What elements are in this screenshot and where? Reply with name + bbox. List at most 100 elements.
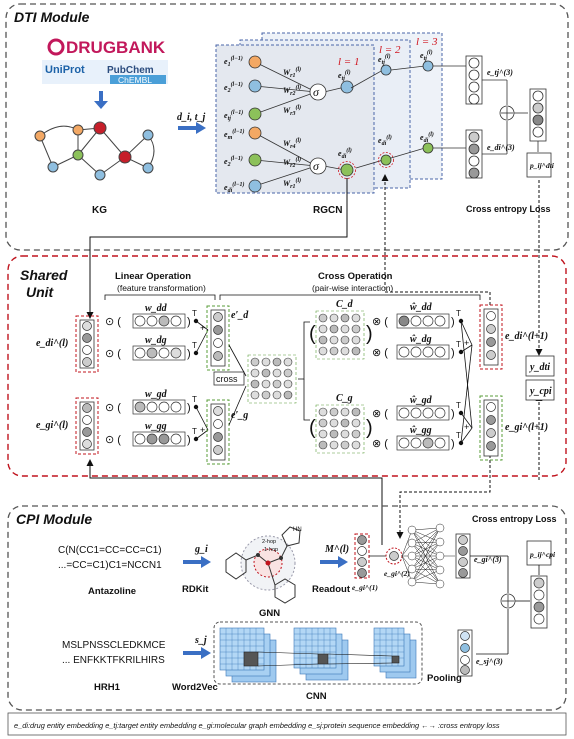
smiles-line-2: ...=CC=C1)C1=NCCN1: [58, 560, 162, 571]
p-dti-label: p_ij^dti: [529, 161, 555, 170]
right-arrow-icon: [183, 556, 211, 568]
m-label: M^(l): [324, 544, 349, 555]
hat-w-gd-label: ŵ_gd: [409, 395, 433, 406]
svg-text:+: +: [464, 338, 469, 348]
matrix-connectors: [298, 321, 310, 421]
svg-text:⊗ (: ⊗ (: [372, 438, 388, 450]
dti-module-title: DTI Module: [14, 9, 90, 25]
module-connections: [86, 174, 543, 545]
shared-unit: Shared Unit Linear Operation (feature tr…: [7, 255, 567, 477]
chembl-logo: ChEMBL: [118, 75, 152, 85]
transpose-mark: T: [456, 431, 461, 440]
svg-text:⊗ (: ⊗ (: [372, 408, 388, 420]
svg-text:DRUGBANK: DRUGBANK: [66, 38, 166, 57]
p-cpi-label: p_ij^cpi: [529, 550, 556, 559]
sequence-line-2: ... ENFKKTFKRILHIRS: [62, 655, 165, 666]
rgcn-node-graph: [248, 55, 434, 193]
legend-text: e_di:drug entity embedding e_tj:target e…: [14, 721, 500, 730]
c-g-matrix: [315, 404, 365, 454]
cross-operation-label: Cross Operation: [318, 271, 393, 282]
e-d-input-label: e_di^(l): [36, 338, 68, 349]
svg-text:⊗ (: ⊗ (: [372, 316, 388, 328]
g-label: g_i: [194, 544, 208, 555]
e-g2-label: e_gi^(2): [384, 569, 410, 578]
svg-text:HN: HN: [293, 527, 302, 533]
cnn-feature-maps: [219, 627, 417, 683]
transpose-mark: T: [456, 309, 461, 318]
sigma-bottom: σ: [313, 159, 320, 173]
w-dg-label: w_dg: [145, 335, 167, 346]
hop-2-label: 2-hop: [262, 539, 276, 545]
gnn-label: GNN: [259, 608, 280, 619]
e-g1-label: e_gi^(1): [352, 583, 378, 592]
e-g-prime-label: e′_g: [231, 410, 248, 421]
pooling-label: Pooling: [427, 673, 462, 684]
cross-operation-sub: (pair-wise interaction): [312, 283, 393, 293]
svg-text:): ): [187, 402, 191, 414]
rdkit-label: RDKit: [182, 584, 209, 595]
bracket-left: (: [309, 417, 316, 439]
transpose-mark: T: [456, 401, 461, 410]
bracket-right: ): [366, 417, 373, 439]
right-arrow-icon: [183, 647, 211, 659]
mlp-network: [401, 523, 455, 589]
cross-operators: ⊗ () ⊗ () ⊗ () ⊗ (): [372, 316, 455, 450]
layer-2-label: l = 2: [379, 44, 401, 56]
e-g3-label: e_gi^(3): [474, 555, 502, 564]
e-t3-label: e_tj^(3): [487, 68, 513, 77]
svg-text:+: +: [200, 425, 205, 435]
linear-connectors: [193, 318, 209, 442]
e-s3-label: e_sj^(3): [476, 657, 503, 666]
y-dti-label: y_dti: [529, 362, 550, 373]
linear-operation-label: Linear Operation: [115, 271, 191, 282]
shared-unit-title-line2: Unit: [26, 284, 55, 300]
svg-text:+: +: [464, 422, 469, 432]
svg-text:⊙ (: ⊙ (: [105, 402, 121, 414]
shared-unit-title-line1: Shared: [20, 267, 68, 283]
e-d3-label: e_di^(3): [487, 143, 515, 152]
linear-operators: ⊙ () ⊙ () ⊙ () ⊙ (): [105, 316, 191, 446]
svg-text:⊗ (: ⊗ (: [372, 347, 388, 359]
right-arrow-icon: [178, 122, 206, 134]
cnn-label: CNN: [306, 691, 327, 702]
drugbank-logo: DRUGBANK: [47, 38, 166, 57]
legend: e_di:drug entity embedding e_tj:target e…: [7, 712, 567, 736]
rgcn-layers: [215, 32, 443, 194]
e-d-output-label: e_di^(l+1): [505, 331, 548, 342]
cpi-loss-label: Cross entropy Loss: [472, 514, 557, 524]
w-gg-label: w_gg: [145, 421, 167, 432]
s-label: s_j: [194, 635, 207, 646]
y-cpi-label: y_cpi: [529, 386, 552, 397]
hat-w-gg-label: ŵ_gg: [409, 425, 432, 436]
svg-text:): ): [451, 316, 455, 328]
bracket-left: (: [309, 323, 316, 345]
transpose-mark: T: [192, 341, 197, 350]
layer-1-label: l = 1: [338, 56, 359, 68]
pubchem-logo: PubChem: [107, 65, 154, 76]
cross-connectors-out: [458, 318, 473, 446]
svg-text:⊙ (: ⊙ (: [105, 348, 121, 360]
c-d-label: C_d: [336, 299, 354, 310]
svg-text:): ): [187, 434, 191, 446]
cross-connectors: [228, 344, 247, 426]
molecule-structure: [225, 526, 301, 604]
svg-text:): ): [187, 348, 191, 360]
dti-loss-label: Cross entropy Loss: [466, 204, 551, 214]
cpi-merge-lines: [470, 555, 540, 655]
bracket-right: ): [366, 323, 373, 345]
cpi-module: CPI Module C(N(CC1=CC=CC=C1) ...=CC=C1)C…: [7, 505, 567, 711]
cross-weights: [396, 313, 450, 451]
rgcn-label: RGCN: [313, 205, 342, 216]
dti-module: DTI Module DRUGBANK UniProt PubChem ChEM…: [5, 3, 569, 251]
svg-text:): ): [451, 408, 455, 420]
drug-name: Antazoline: [88, 586, 136, 597]
hop-1-label: 1-hop: [264, 547, 278, 553]
readout-label: Readout: [312, 584, 351, 595]
sigma-top: σ: [313, 85, 320, 99]
e-g-output-label: e_gi^(l+1): [505, 422, 548, 433]
linear-operation-sub: (feature transformation): [117, 283, 206, 293]
e-g-input-label: e_gi^(l): [36, 420, 68, 431]
c-g-label: C_g: [336, 393, 353, 404]
cpi-module-title: CPI Module: [16, 511, 92, 527]
